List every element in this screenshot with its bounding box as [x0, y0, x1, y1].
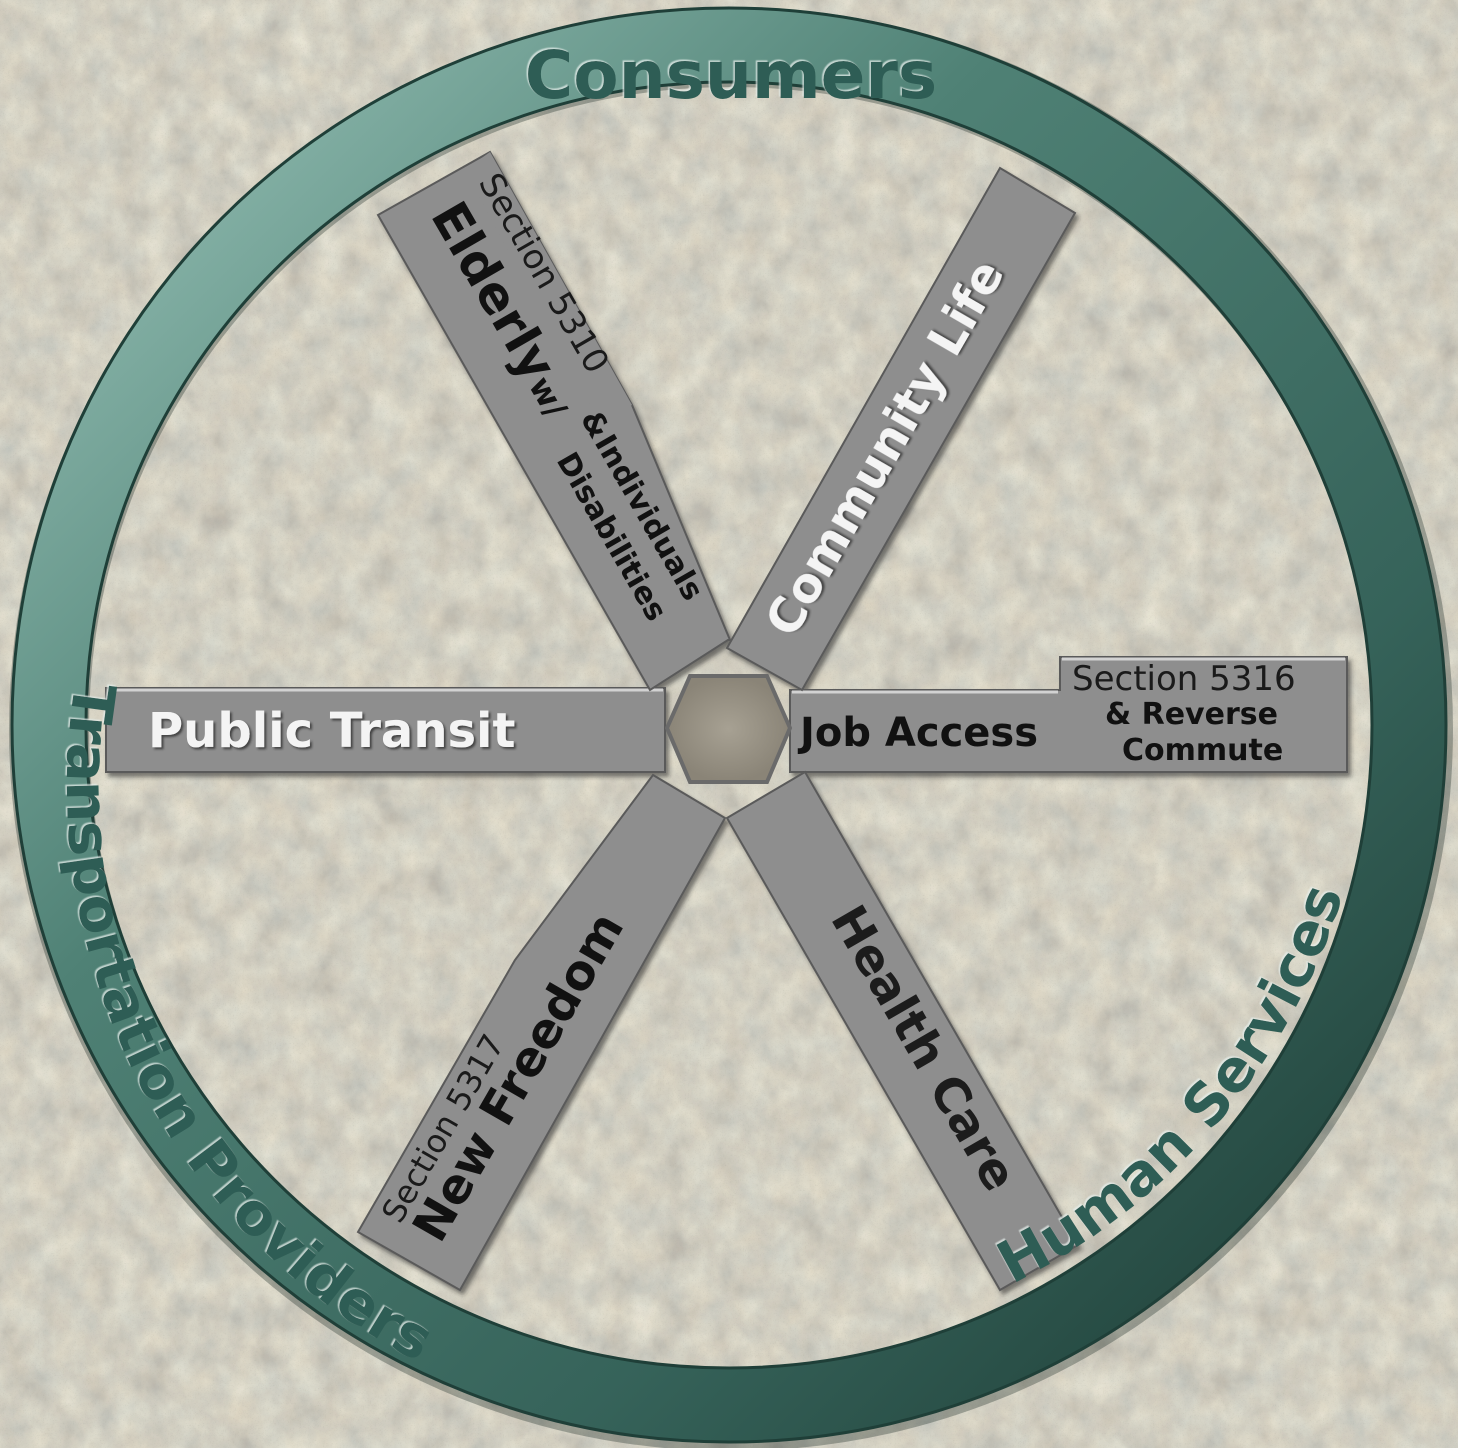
- spoke-job-access: [789, 656, 1348, 773]
- spoke-new-freedom: [356, 773, 727, 1292]
- rim-ring: [12, 8, 1446, 1442]
- spoke-public-transit: [105, 687, 666, 773]
- spoke-label-job-access-line2: Commute: [1122, 733, 1283, 768]
- spoke-label-job-access-line1: & Reverse: [1105, 697, 1278, 732]
- spoke-section-job-access: Section 5316: [1072, 659, 1296, 699]
- spoke-community-life: [725, 166, 1077, 692]
- rim-outer-edge: [10, 6, 1448, 1444]
- rim-inner-edge: [84, 80, 1374, 1370]
- spoke-elderly-tab: [465, 152, 632, 423]
- spokes: [105, 150, 1348, 1292]
- spoke-label-public-transit: Public Transit: [148, 703, 515, 759]
- spoke-label-job-access: Job Access: [797, 710, 1038, 756]
- wheel-rim: [9, 6, 1453, 1448]
- hub-hexagon: [664, 674, 793, 784]
- hub: [664, 674, 793, 784]
- rim-label-consumers: Consumers: [525, 37, 937, 114]
- spoke-health-care: [725, 770, 1080, 1292]
